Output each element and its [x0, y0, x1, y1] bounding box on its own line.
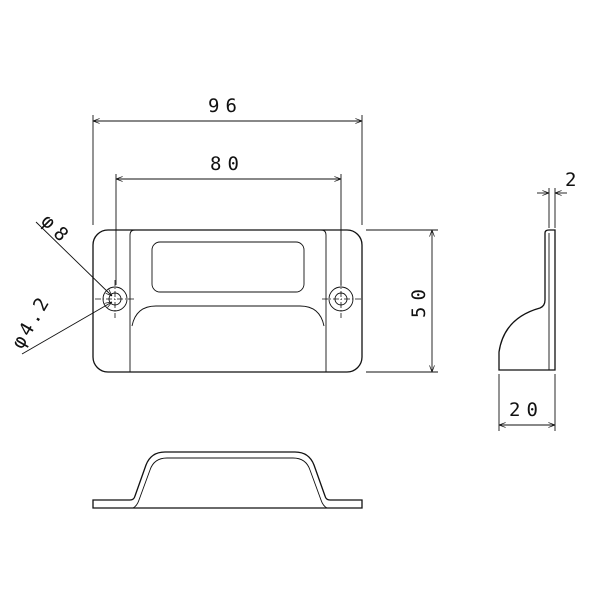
diameter-callouts: φ8 φ4.2	[7, 210, 112, 355]
hole-left	[95, 280, 136, 318]
side-view	[498, 229, 556, 371]
dimension-50: 50	[366, 229, 438, 373]
dim-96-label: 96	[208, 95, 243, 117]
dim-2-label: 2	[565, 169, 582, 191]
dimension-96: 96	[92, 95, 363, 225]
bottom-view	[92, 451, 363, 509]
plate-outline	[92, 229, 363, 373]
pull-curve	[131, 305, 325, 327]
dim-phi8-label: φ8	[36, 210, 76, 250]
dim-20-label: 20	[509, 399, 544, 421]
front-view	[92, 229, 363, 373]
dim-50-label: 50	[408, 283, 430, 318]
dim-80-label: 80	[210, 153, 245, 175]
dimension-2: 2	[537, 169, 582, 228]
dimension-20: 20	[498, 374, 556, 431]
dim-phi42-label: φ4.2	[7, 291, 55, 352]
hole-right	[322, 280, 361, 318]
dimension-80: 80	[115, 153, 342, 285]
label-window	[151, 241, 305, 293]
